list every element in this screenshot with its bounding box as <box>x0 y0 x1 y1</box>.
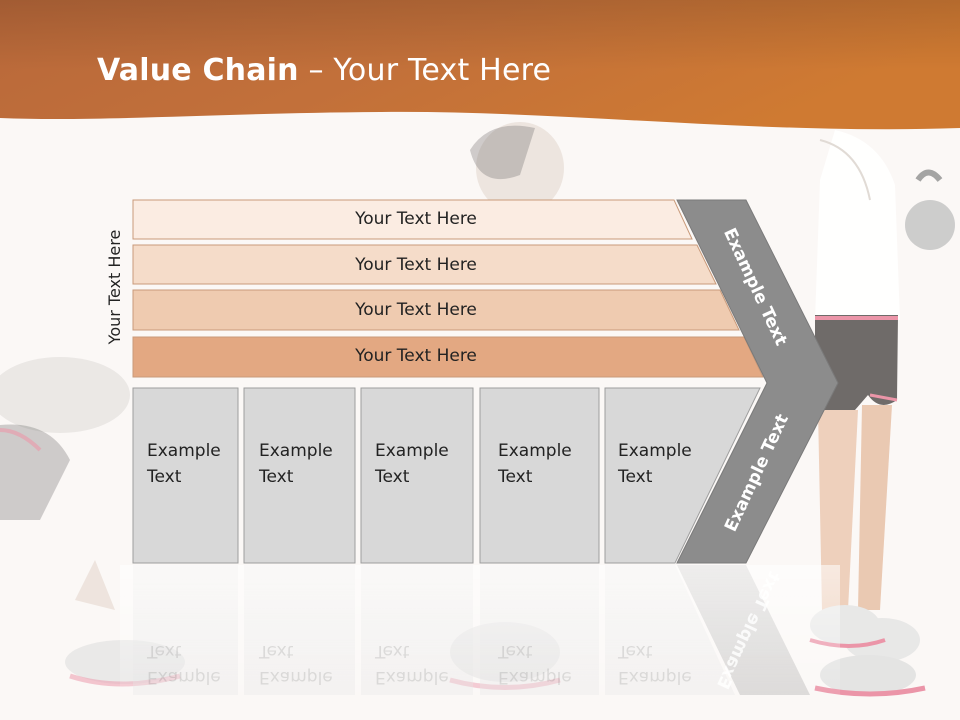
box-label-3-line2: Text <box>375 467 410 487</box>
box-label-2-line2: Text <box>259 467 294 487</box>
box-label-5[interactable]: Example Text <box>618 438 713 490</box>
box-shapes <box>132 387 761 564</box>
bar-label-4[interactable]: Your Text Here <box>355 346 477 366</box>
bar-label-2[interactable]: Your Text Here <box>355 255 477 275</box>
box-label-3-line1: Example <box>375 441 449 461</box>
bar-shapes <box>132 199 764 378</box>
header-band <box>0 0 960 130</box>
bar-label-3[interactable]: Your Text Here <box>355 300 477 320</box>
title-rest: – Your Text Here <box>298 53 552 88</box>
box-reflection-4: Example Text <box>498 638 593 690</box>
box-reflection-3-line2: Text <box>375 641 410 661</box>
box-label-1-line1: Example <box>147 441 221 461</box>
slide-title: Value Chain – Your Text Here <box>97 53 551 88</box>
box-label-1[interactable]: Example Text <box>147 438 242 490</box>
box-reflection-1-line2: Text <box>147 641 182 661</box>
box-reflection-1: Example Text <box>147 638 242 690</box>
box-reflection-5: Example Text <box>618 638 713 690</box>
box-label-4-line1: Example <box>498 441 572 461</box>
side-label: Your Text Here <box>105 229 124 345</box>
box-reflection-3-line1: Example <box>375 667 449 687</box>
box-reflection-3: Example Text <box>375 638 470 690</box>
box-reflection-4-line1: Example <box>498 667 572 687</box>
box-label-4[interactable]: Example Text <box>498 438 593 490</box>
box-label-2-line1: Example <box>259 441 333 461</box>
bar-label-1[interactable]: Your Text Here <box>355 209 477 229</box>
box-reflection-5-line2: Text <box>618 641 653 661</box>
box-reflection-2: Example Text <box>259 638 354 690</box>
box-reflection-1-line1: Example <box>147 667 221 687</box>
box-label-1-line2: Text <box>147 467 182 487</box>
box-reflection-2-line2: Text <box>259 641 294 661</box>
box-label-4-line2: Text <box>498 467 533 487</box>
box-label-5-line2: Text <box>618 467 653 487</box>
box-reflection-2-line1: Example <box>259 667 333 687</box>
box-reflection-5-line1: Example <box>618 667 692 687</box>
chevron-shape <box>676 199 839 564</box>
box-label-5-line1: Example <box>618 441 692 461</box>
box-label-3[interactable]: Example Text <box>375 438 470 490</box>
box-reflection-4-line2: Text <box>498 641 533 661</box>
title-bold: Value Chain <box>97 53 299 88</box>
box-label-2[interactable]: Example Text <box>259 438 354 490</box>
